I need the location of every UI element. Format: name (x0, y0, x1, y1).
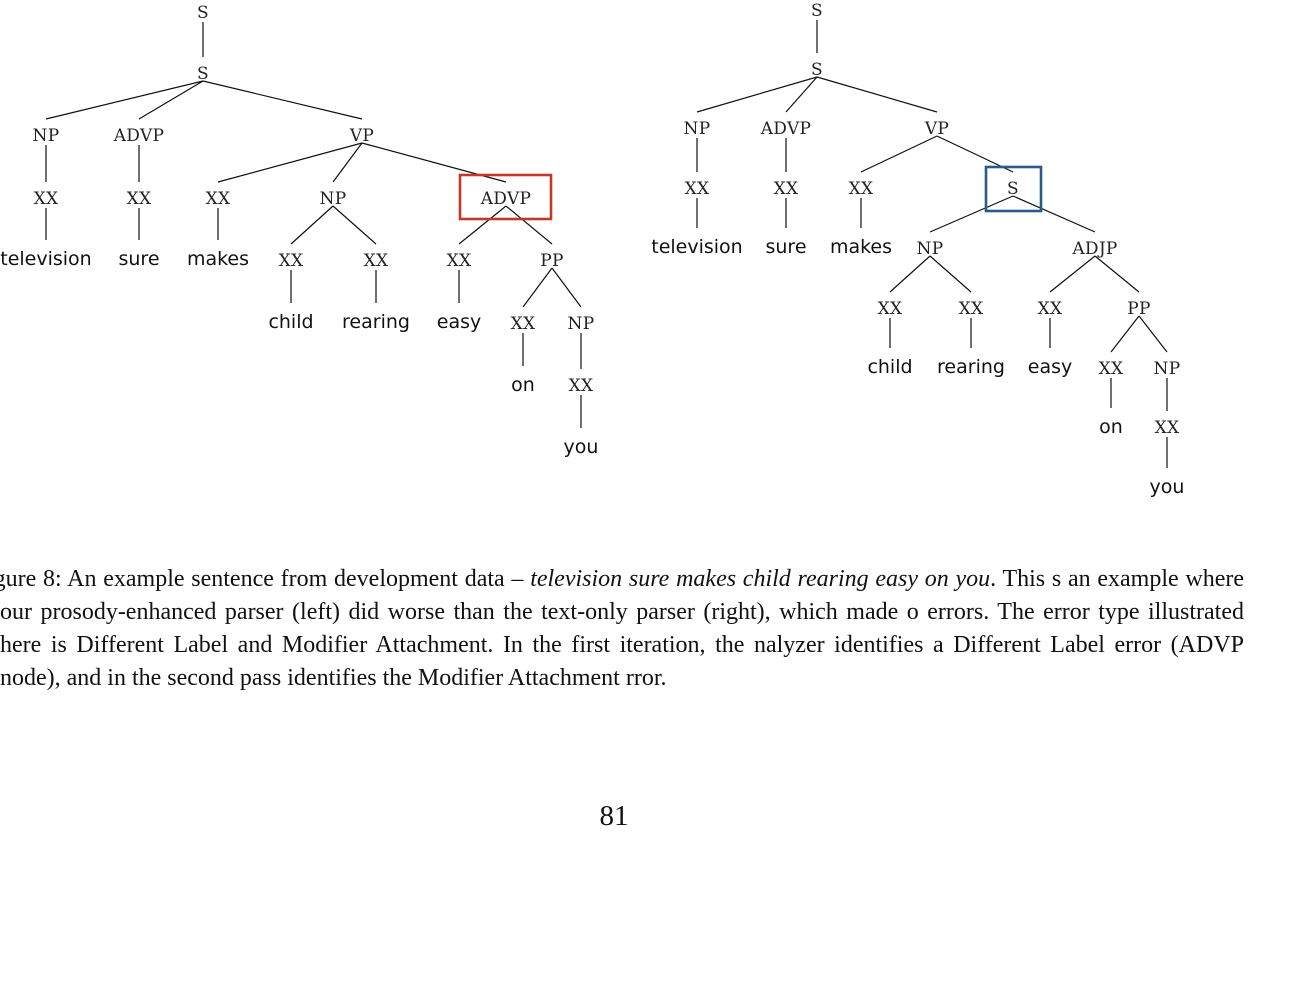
tree-word: child (867, 356, 912, 378)
tree-edge (1138, 315, 1168, 353)
tree-node-label: PP (540, 251, 563, 271)
tree-edge (1049, 255, 1096, 293)
tree-node-label: ADJP (1071, 239, 1117, 259)
tree-node-label: S (197, 64, 209, 84)
tree-node-label: XX (569, 376, 594, 396)
tree-node-label: NP (1154, 359, 1181, 379)
tree-node-label: XX (774, 179, 799, 199)
tree-edge (929, 255, 972, 293)
tree-word: child (268, 311, 313, 333)
tree-word: rearing (342, 311, 410, 333)
tree-edge (696, 76, 818, 113)
caption-label: igure 8: (0, 566, 62, 592)
tree-edge (785, 76, 818, 113)
error-highlight-box-red (458, 173, 553, 221)
tree-node-label: XX (1038, 299, 1063, 319)
tree-node-label: ADVP (760, 119, 812, 139)
caption-text: An example sentence from development dat… (67, 566, 524, 592)
page-number: 81 (599, 800, 629, 832)
tree-word: you (1150, 476, 1185, 498)
tree-node-label: XX (849, 179, 874, 199)
tree-node-label: ADVP (113, 126, 165, 146)
tree-node-label: VP (924, 119, 949, 139)
tree-node-label: XX (511, 314, 536, 334)
tree-word: easy (437, 311, 481, 333)
tree-node-label: XX (206, 189, 231, 209)
figure-caption: igure 8: An example sentence from develo… (0, 563, 1244, 695)
tree-edge (505, 205, 553, 245)
tree-node-label: S (811, 60, 823, 80)
tree-edge (1094, 255, 1140, 293)
tree-word: easy (1028, 356, 1072, 378)
tree-node-label: XX (878, 299, 903, 319)
tree-edge (816, 76, 938, 113)
tree-node-label: NP (568, 314, 595, 334)
tree-node-label: XX (34, 189, 59, 209)
tree-word: television (651, 236, 742, 258)
parse-tree-left: S S NP ADVP VP XX XX XX NP ADVP television sure make… (0, 3, 598, 458)
tree-edge (860, 135, 938, 173)
tree-word: you (564, 436, 599, 458)
tree-node-label: NP (684, 119, 711, 139)
tree-node-label: S (197, 3, 209, 23)
tree-edge (138, 80, 204, 120)
tree-node-label: VP (349, 126, 374, 146)
tree-edge (929, 195, 1014, 233)
tree-node-label: NP (320, 189, 347, 209)
tree-edge (889, 255, 931, 293)
tree-edge (45, 80, 204, 120)
tree-edge (290, 205, 334, 245)
tree-edge (217, 142, 363, 183)
tree-word: on (1099, 416, 1123, 438)
tree-word: television (0, 248, 91, 270)
tree-edge (1012, 195, 1096, 233)
tree-edge (522, 267, 553, 308)
tree-node-label: S (811, 1, 823, 21)
tree-node-label: S (1007, 179, 1019, 199)
tree-edge (1110, 315, 1140, 353)
tree-node-label: XX (127, 189, 152, 209)
caption-text-continued: . This s an example where our prosody-en… (0, 566, 1245, 691)
tree-node-label: NP (917, 239, 944, 259)
tree-node-label: XX (364, 251, 389, 271)
tree-edge (458, 205, 507, 245)
tree-word: makes (187, 248, 249, 270)
tree-node-label: XX (1155, 418, 1180, 438)
tree-word: sure (118, 248, 159, 270)
tree-word: sure (765, 236, 806, 258)
tree-edge (551, 267, 582, 308)
error-highlight-box-blue (984, 165, 1043, 213)
tree-edge (332, 142, 363, 183)
tree-node-label: PP (1127, 299, 1150, 319)
tree-edge (202, 80, 363, 120)
tree-node-label: XX (959, 299, 984, 319)
tree-node-label: NP (33, 126, 60, 146)
tree-node-label: XX (1099, 359, 1124, 379)
parse-tree-figure: S S NP ADVP VP XX XX XX NP ADVP television sure make… (0, 1, 1184, 498)
caption-example-sentence: television sure makes child rearing easy… (530, 566, 991, 592)
tree-node-label: XX (447, 251, 472, 271)
tree-word: makes (830, 236, 892, 258)
tree-word: on (511, 374, 535, 396)
tree-node-label: XX (685, 179, 710, 199)
tree-edge (332, 205, 377, 245)
tree-node-label: ADVP (480, 189, 532, 209)
tree-node-label: XX (279, 251, 304, 271)
tree-word: rearing (937, 356, 1005, 378)
